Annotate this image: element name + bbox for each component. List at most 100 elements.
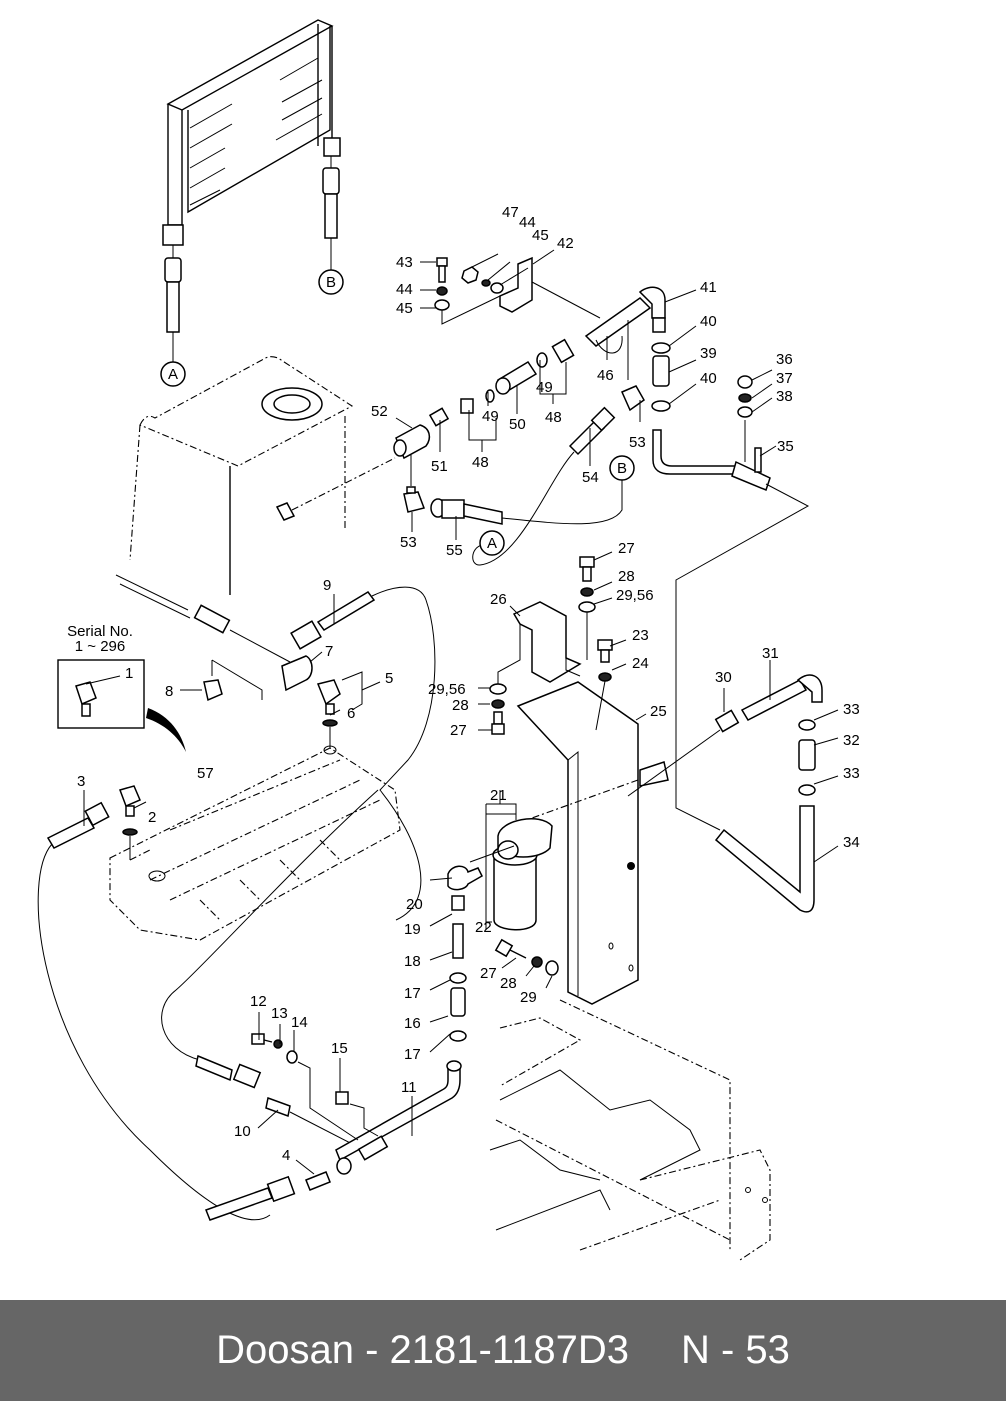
callout-27-top: 27	[618, 540, 635, 557]
callout-3: 3	[77, 773, 85, 790]
callout-47: 47	[502, 204, 519, 221]
callout-44-upper: 44	[519, 214, 536, 231]
callout-52: 52	[371, 403, 388, 420]
elbow-53-left	[403, 486, 425, 513]
callout-21: 21	[490, 787, 507, 804]
callout-23: 23	[632, 627, 649, 644]
connector-B-top: B	[318, 269, 344, 295]
callout-51: 51	[431, 458, 448, 475]
callout-7: 7	[325, 643, 333, 660]
callout-39: 39	[700, 345, 717, 362]
callout-16: 16	[404, 1015, 421, 1032]
callout-28-top: 28	[618, 568, 635, 585]
footer-page-code: N - 53	[680, 1328, 790, 1372]
callout-20: 20	[406, 896, 423, 913]
callout-labels: 1 2 3 4 5 6 7 8 9 10 11 12 13 14 15 16 1…	[77, 204, 860, 1164]
footer-separator-glyph: -	[365, 1328, 379, 1372]
callout-29-56-top: 29,56	[616, 587, 654, 604]
callout-15: 15	[331, 1040, 348, 1057]
callout-49-left: 49	[482, 408, 499, 425]
callout-4: 4	[282, 1147, 290, 1164]
svg-text:1 ~ 296: 1 ~ 296	[75, 638, 125, 655]
pipe-35	[652, 420, 810, 831]
callout-17-lower: 17	[404, 1046, 421, 1063]
callout-11: 11	[401, 1079, 417, 1096]
hose-fittings-16-20	[447, 813, 516, 1042]
callout-18: 18	[404, 953, 421, 970]
connector-A-top: A	[160, 361, 186, 387]
callout-28-left: 28	[452, 697, 469, 714]
callout-1: 1	[125, 665, 133, 682]
svg-text:B: B	[326, 274, 336, 291]
callout-40-upper: 40	[700, 313, 717, 330]
svg-text:A: A	[487, 535, 497, 552]
bracket-25	[516, 639, 669, 1005]
hose-3	[37, 801, 271, 1221]
tee-52	[393, 424, 431, 486]
callout-27-left: 27	[450, 722, 467, 739]
callout-37: 37	[776, 370, 793, 387]
hose-31	[627, 674, 823, 913]
callout-48-right: 48	[545, 409, 562, 426]
callout-35: 35	[777, 438, 794, 455]
callout-5: 5	[385, 670, 393, 687]
hardware-12-15	[251, 1033, 379, 1141]
pipe-tee-46	[584, 286, 666, 380]
callout-26: 26	[490, 591, 507, 608]
callout-28-lower: 28	[500, 975, 517, 992]
callout-49-right: 49	[536, 379, 553, 396]
callout-43: 43	[396, 254, 413, 271]
hose-55	[430, 480, 623, 525]
callout-38: 38	[776, 388, 793, 405]
callout-55: 55	[446, 542, 463, 559]
callout-6: 6	[347, 705, 355, 722]
footer-separator: -	[354, 1328, 390, 1373]
callout-10: 10	[234, 1123, 251, 1140]
hardware-36-38	[737, 375, 753, 418]
callout-25: 25	[650, 703, 667, 720]
footer-brand: Doosan	[216, 1328, 354, 1372]
callout-29-56-left: 29,56	[428, 681, 466, 698]
elbow-53-right	[621, 385, 645, 422]
bracket-26	[497, 601, 582, 688]
callout-8: 8	[165, 683, 173, 700]
callout-53-left: 53	[400, 534, 417, 551]
leader-lines	[83, 249, 839, 1175]
callout-30: 30	[715, 669, 732, 686]
footer-part-number: 2181-1187D3	[389, 1328, 629, 1372]
callout-40-lower: 40	[700, 370, 717, 387]
footer-bar: Doosan - 2181-1187D3 N - 53	[0, 1300, 1006, 1401]
callout-48-left: 48	[472, 454, 489, 471]
serial-inset: Serial No. 1 ~ 296	[57, 623, 186, 752]
callout-53-right: 53	[629, 434, 646, 451]
oil-cooler	[162, 19, 341, 362]
elbow-5	[316, 679, 341, 748]
callout-45-left: 45	[396, 300, 413, 317]
callout-31: 31	[762, 645, 779, 662]
parts-diagram: A B	[37, 19, 860, 1261]
hardware-27-29-upper	[489, 556, 596, 735]
elbow-8	[203, 659, 263, 702]
callout-54: 54	[582, 469, 599, 486]
callout-13: 13	[271, 1005, 288, 1022]
callout-33-lower: 33	[843, 765, 860, 782]
callout-24: 24	[632, 655, 649, 672]
callout-29: 29	[520, 989, 537, 1006]
callout-36: 36	[776, 351, 793, 368]
hardware-43-47	[434, 257, 504, 325]
svg-text:B: B	[617, 460, 627, 477]
callout-50: 50	[509, 416, 526, 433]
hose-lower	[161, 789, 379, 1221]
callout-12: 12	[250, 993, 267, 1010]
hose-9	[115, 574, 436, 921]
hose-54	[472, 406, 616, 566]
callout-32: 32	[843, 732, 860, 749]
callout-17-upper: 17	[404, 985, 421, 1002]
svg-text:Serial No.: Serial No.	[67, 623, 133, 640]
callout-46: 46	[597, 367, 614, 384]
hydraulic-tank	[129, 356, 396, 595]
control-valve	[109, 745, 401, 941]
connector-B-lower: B	[609, 455, 635, 481]
callout-42: 42	[557, 235, 574, 252]
tee-7	[281, 655, 313, 692]
